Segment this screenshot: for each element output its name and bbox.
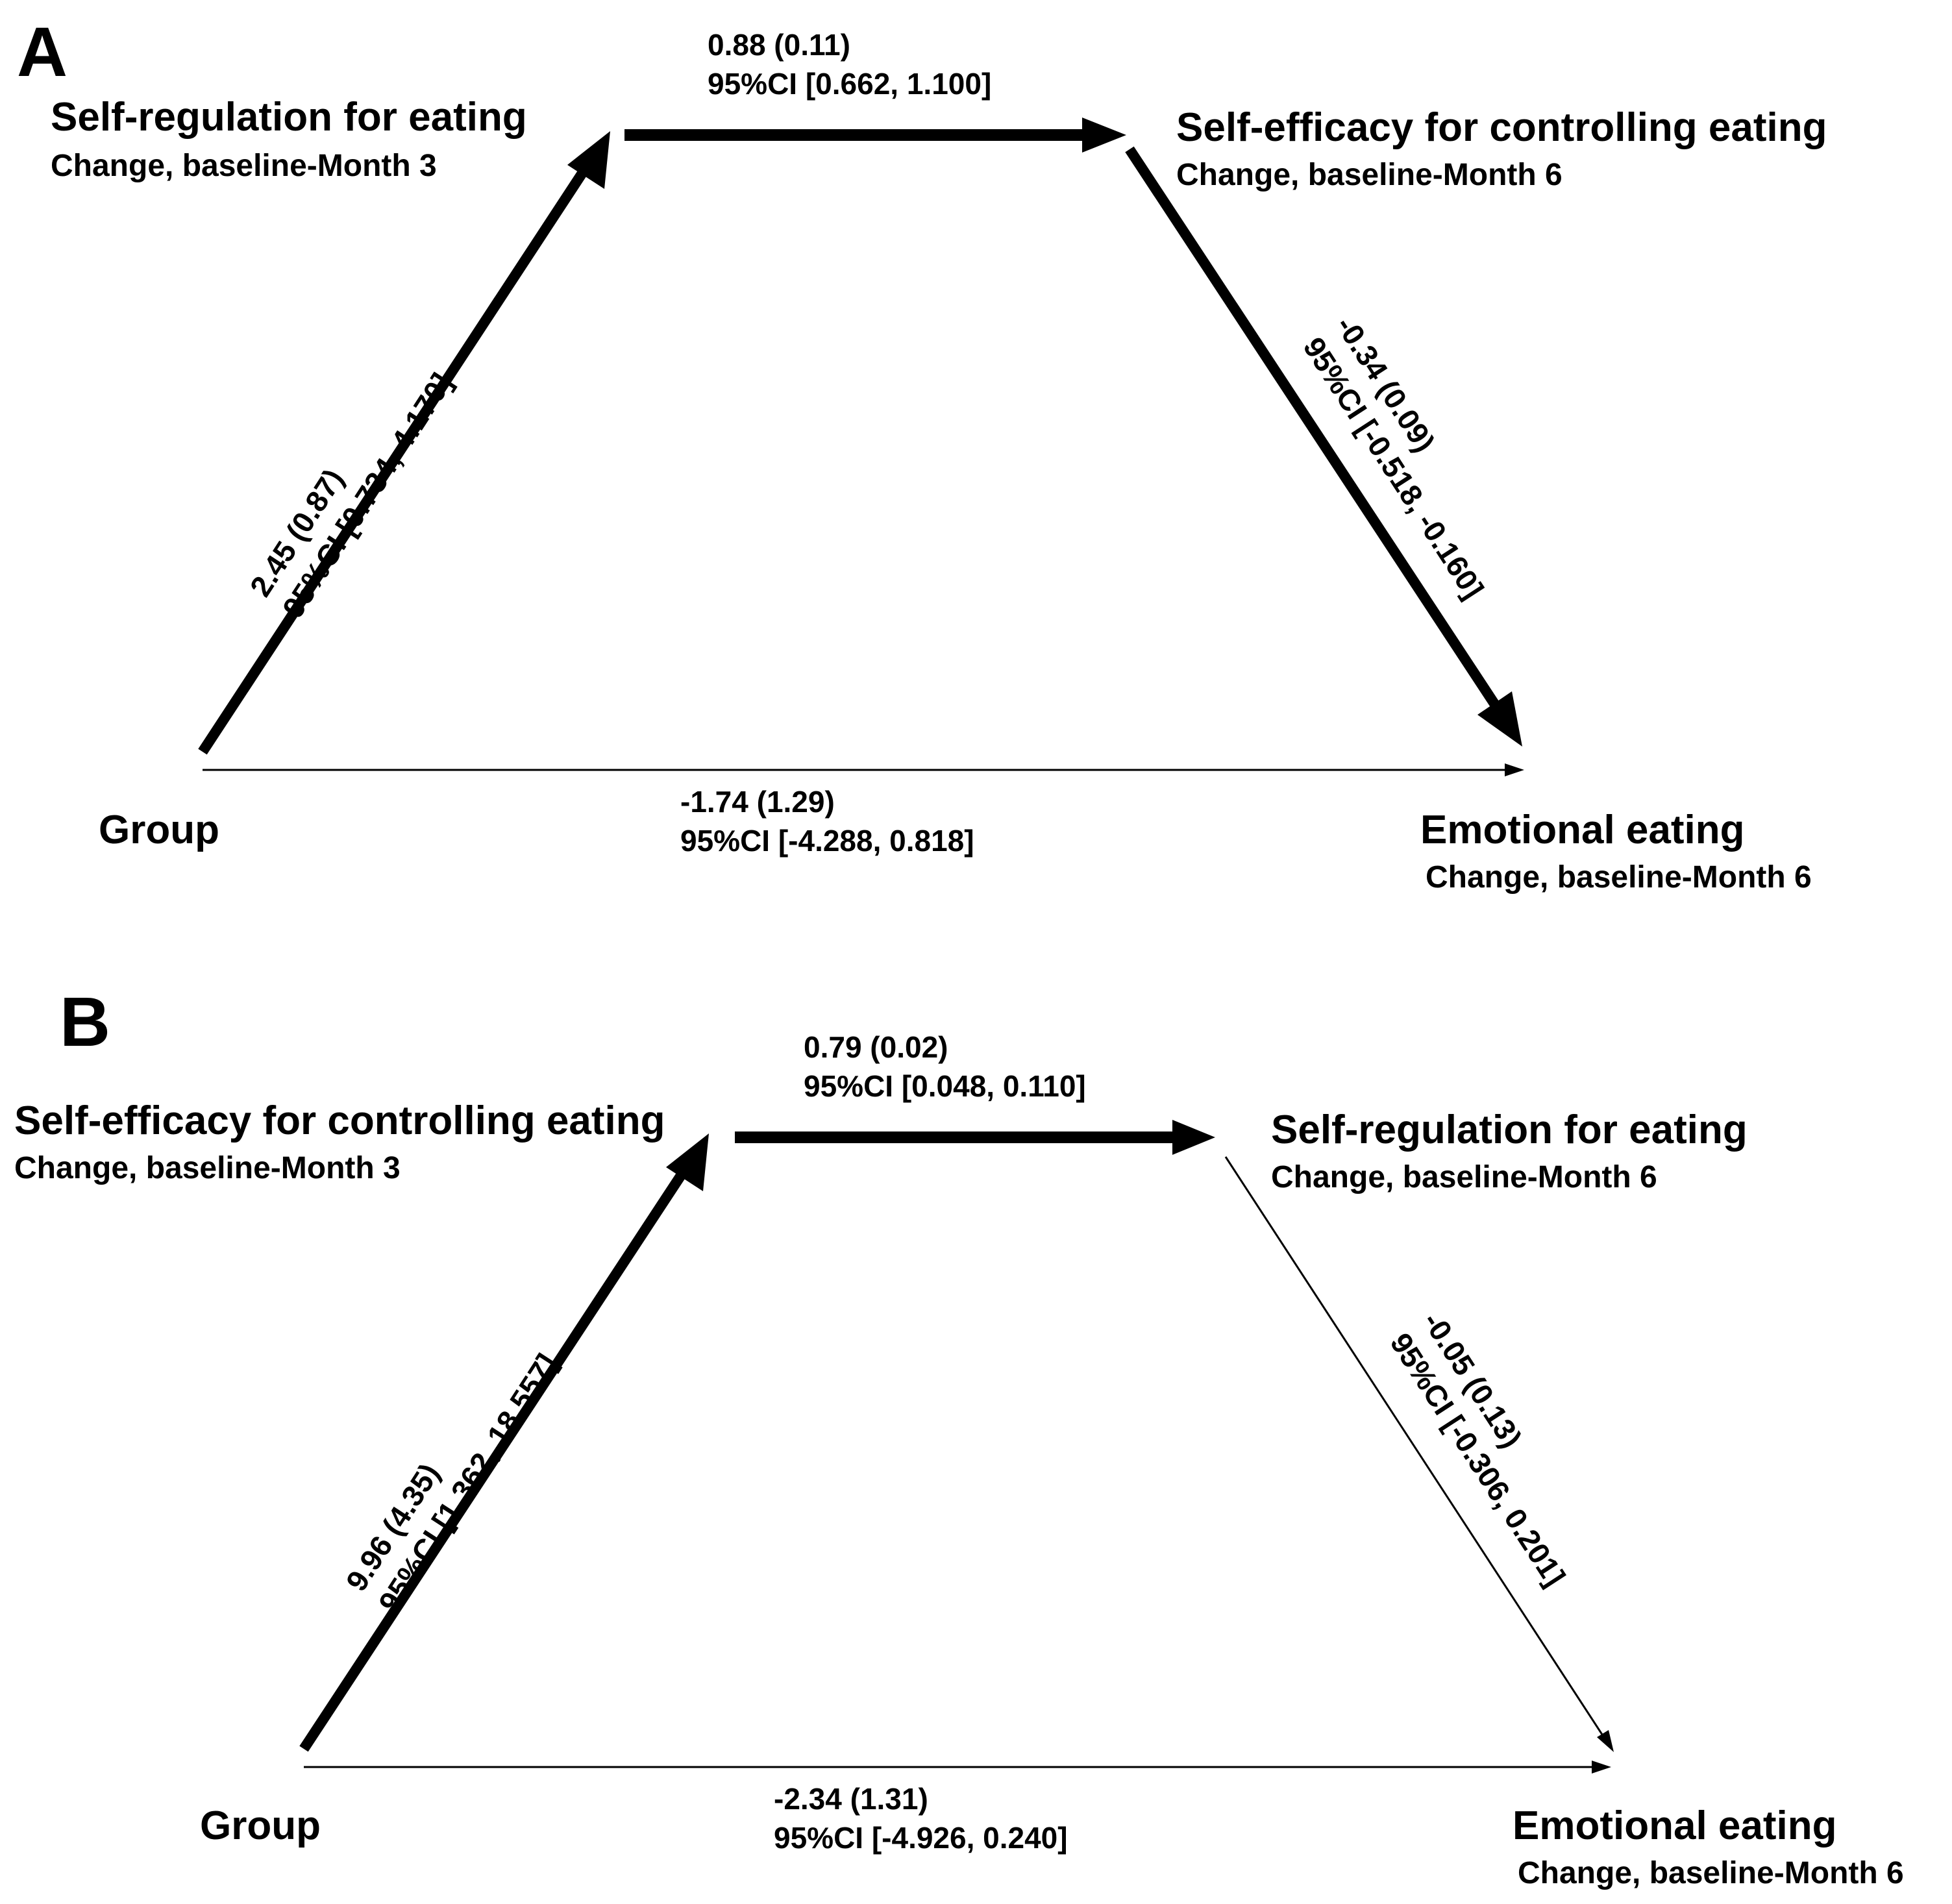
edge-label-top: 0.79 (0.02) 95%CI [0.048, 0.110] <box>804 1028 1086 1106</box>
arrow-bottom-head <box>1505 763 1524 776</box>
node-title-top-left: Self-regulation for eating <box>51 95 527 140</box>
arrow-left-path <box>299 1169 687 1752</box>
edge-label-bottom: -1.74 (1.29) 95%CI [-4.288, 0.818] <box>680 783 974 861</box>
node-title-bottom-left: Group <box>200 1803 321 1848</box>
node-subtitle-top-right: Change, baseline-Month 6 <box>1176 158 1563 192</box>
arrow-left-head <box>567 131 610 189</box>
panel-letter: B <box>60 982 110 1061</box>
edge-label-top: 0.88 (0.11) 95%CI [0.662, 1.100] <box>708 26 991 104</box>
arrow-top-head <box>1082 117 1126 153</box>
edge-ci: 95%CI [0.048, 0.110] <box>804 1069 1086 1103</box>
arrow-top-head <box>1172 1120 1215 1155</box>
panel-b-arrows <box>299 1120 1614 1774</box>
node-title-bottom-left: Group <box>99 808 219 852</box>
panel-a: A Self-regulation for eating Change, bas… <box>0 0 1952 935</box>
edge-estimate: 0.88 (0.11) <box>708 28 850 62</box>
edge-estimate: 0.79 (0.02) <box>804 1030 948 1064</box>
arrow-left-head <box>666 1133 709 1191</box>
arrow-right-path <box>1224 1156 1606 1739</box>
node-subtitle-top-left: Change, baseline-Month 3 <box>14 1151 401 1185</box>
edge-label-bottom: -2.34 (1.31) 95%CI [-4.926, 0.240] <box>774 1780 1068 1858</box>
node-subtitle-bottom-right: Change, baseline-Month 6 <box>1518 1856 1904 1890</box>
edge-ci: 95%CI [0.662, 1.100] <box>708 66 992 101</box>
node-subtitle-bottom-right: Change, baseline-Month 6 <box>1426 860 1812 895</box>
node-title-bottom-right: Emotional eating <box>1513 1803 1837 1848</box>
arrow-right-head <box>1477 691 1522 747</box>
arrow-bottom-head <box>1592 1761 1611 1774</box>
edge-estimate: -2.34 (1.31) <box>774 1782 928 1816</box>
edge-ci: 95%CI [-4.288, 0.818] <box>680 823 974 858</box>
node-subtitle-top-right: Change, baseline-Month 6 <box>1271 1160 1657 1194</box>
node-title-top-right: Self-regulation for eating <box>1271 1107 1748 1152</box>
panel-b: B Self-efficacy for controlling eating C… <box>0 974 1952 1904</box>
panel-letter: A <box>17 12 68 91</box>
arrow-left-path <box>198 167 589 755</box>
panel-a-arrows <box>198 117 1524 776</box>
node-title-bottom-right: Emotional eating <box>1420 808 1745 852</box>
edge-ci: 95%CI [-4.926, 0.240] <box>774 1820 1068 1855</box>
arrow-right-head <box>1597 1730 1614 1752</box>
arrow-right-path <box>1125 146 1499 707</box>
node-title-top-left: Self-efficacy for controlling eating <box>14 1098 665 1143</box>
node-subtitle-top-left: Change, baseline-Month 3 <box>51 149 437 183</box>
edge-estimate: -1.74 (1.29) <box>680 785 835 819</box>
node-title-top-right: Self-efficacy for controlling eating <box>1176 105 1827 150</box>
